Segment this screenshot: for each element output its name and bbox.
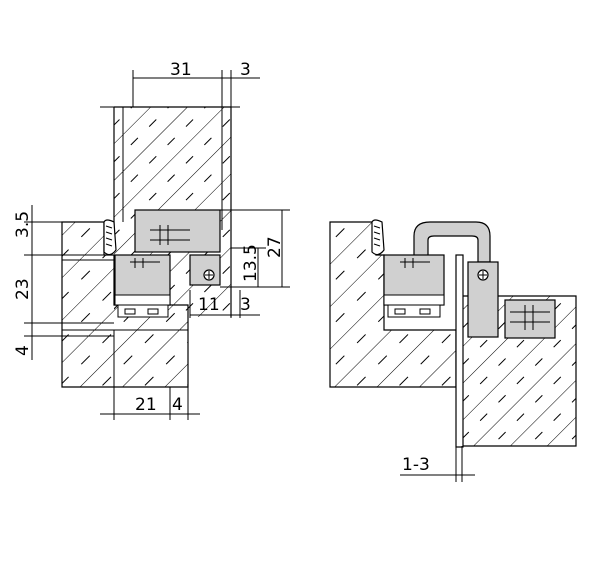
dim-3-5: 3.5 [13,211,33,238]
dim-3-mid: 3 [240,295,251,315]
gasket-seal-icon [371,219,385,256]
dim-21: 21 [135,395,157,415]
screw-icon [477,269,489,281]
right-view-open: 1-3 [329,219,577,482]
dim-31: 31 [170,60,192,80]
screw-icon [203,269,215,281]
gasket-seal-icon [103,219,117,256]
dim-1-3: 1-3 [402,455,430,475]
dim-11: 11 [198,295,220,315]
dim-13-5: 13.5 [241,244,261,282]
left-view-closed: 31 3 27 13.5 11 3 3.5 23 4 21 4 [13,60,290,420]
dimension-lines-left [24,70,290,420]
dim-3-top: 3 [240,60,251,80]
dim-4-bottom: 4 [172,395,183,415]
hinge-body-right [383,221,556,339]
dimension-lines-right [400,446,475,482]
dim-4-left: 4 [13,345,33,356]
dim-27: 27 [265,236,285,258]
hinge-body-left [114,209,221,318]
dim-23: 23 [13,278,33,300]
